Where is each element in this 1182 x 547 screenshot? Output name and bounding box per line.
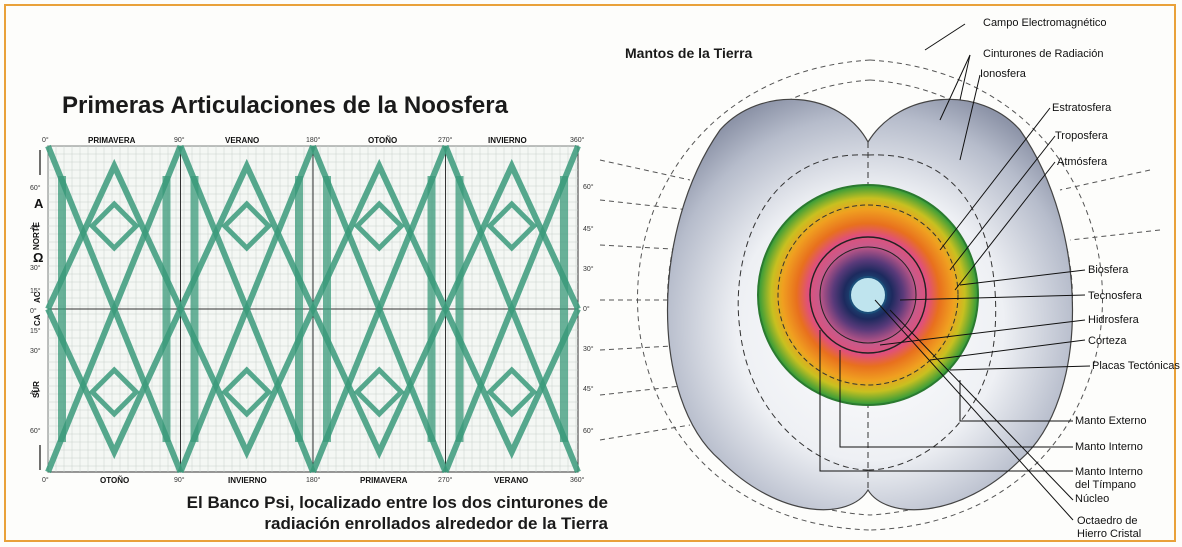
label-tecnosfera: Tecnosfera bbox=[1088, 290, 1142, 302]
label-timpano-2: del Tímpano bbox=[1075, 479, 1136, 491]
label-cinturones: Cinturones de Radiación bbox=[983, 48, 1104, 60]
left-latitude: 60° bbox=[30, 428, 41, 435]
top-degree: 90° bbox=[174, 137, 185, 144]
bottom-degree: 90° bbox=[174, 477, 185, 484]
caption-line-2: radiación enrollados alrededor de la Tie… bbox=[264, 514, 608, 533]
bottom-season-2: INVIERNO bbox=[228, 476, 267, 485]
top-degree: 0° bbox=[42, 137, 49, 144]
left-latitude: 30° bbox=[30, 348, 41, 355]
left-latitude: 60° bbox=[30, 185, 41, 192]
left-latitude: 45° bbox=[30, 225, 41, 232]
left-latitude: 45° bbox=[30, 390, 41, 397]
label-atmosfera: Atmósfera bbox=[1057, 156, 1108, 168]
right-latitude: 45° bbox=[583, 386, 594, 393]
label-octaedro-1: Octaedro de bbox=[1077, 515, 1138, 527]
right-title: Mantos de la Tierra bbox=[625, 45, 753, 61]
leader-lines bbox=[819, 23, 1091, 521]
caption: El Banco Psi, localizado entre los dos c… bbox=[88, 492, 608, 534]
label-placas: Placas Tectónicas bbox=[1092, 360, 1180, 372]
label-manto-externo: Manto Externo bbox=[1075, 415, 1147, 427]
alpha-symbol: A bbox=[34, 196, 44, 211]
bottom-season-1: OTOÑO bbox=[100, 476, 130, 485]
bottom-degree: 0° bbox=[42, 477, 49, 484]
page-border bbox=[4, 4, 1176, 542]
top-degree: 360° bbox=[570, 137, 585, 144]
label-corteza: Corteza bbox=[1088, 335, 1127, 347]
grid-lines bbox=[39, 144, 581, 474]
right-latitude: 60° bbox=[583, 428, 594, 435]
top-season-2: VERANO bbox=[225, 136, 260, 145]
right-latitude: 60° bbox=[583, 184, 594, 191]
label-ionosfera: Ionosfera bbox=[980, 68, 1026, 80]
top-season-3: OTOÑO bbox=[368, 136, 398, 145]
left-latitude: 15° bbox=[30, 288, 41, 295]
caption-line-1: El Banco Psi, localizado entre los dos c… bbox=[186, 493, 608, 512]
left-latitude: 15° bbox=[30, 328, 41, 335]
label-hidrosfera: Hidrosfera bbox=[1088, 314, 1139, 326]
label-manto-interno: Manto Interno bbox=[1075, 441, 1143, 453]
left-title: Primeras Articulaciones de la Noosfera bbox=[62, 92, 508, 119]
bottom-season-3: PRIMAVERA bbox=[360, 476, 408, 485]
label-campo: Campo Electromagnético bbox=[983, 17, 1107, 29]
bottom-season-4: VERANO bbox=[494, 476, 529, 485]
label-troposfera: Troposfera bbox=[1055, 130, 1108, 142]
left-latitude: 30° bbox=[30, 265, 41, 272]
top-degree: 270° bbox=[438, 137, 453, 144]
right-latitude: 45° bbox=[583, 226, 594, 233]
bottom-degree: 180° bbox=[306, 477, 321, 484]
label-timpano-1: Manto Interno bbox=[1075, 466, 1143, 478]
right-latitude: 0° bbox=[583, 306, 590, 313]
right-latitude: 30° bbox=[583, 266, 594, 273]
omega-symbol: Ω bbox=[33, 250, 44, 265]
label-biosfera: Biosfera bbox=[1088, 264, 1129, 276]
core bbox=[849, 276, 887, 314]
right-latitude: 30° bbox=[583, 346, 594, 353]
top-season-4: INVIERNO bbox=[488, 136, 527, 145]
bottom-degree: 270° bbox=[438, 477, 453, 484]
top-season-1: PRIMAVERA bbox=[88, 136, 136, 145]
label-octaedro-2: Hierro Cristal bbox=[1077, 528, 1142, 540]
label-nucleo: Núcleo bbox=[1075, 493, 1110, 505]
top-degree: 180° bbox=[306, 137, 321, 144]
left-latitude: 0° bbox=[30, 308, 37, 315]
label-estratosfera: Estratosfera bbox=[1052, 102, 1112, 114]
bottom-degree: 360° bbox=[570, 477, 585, 484]
